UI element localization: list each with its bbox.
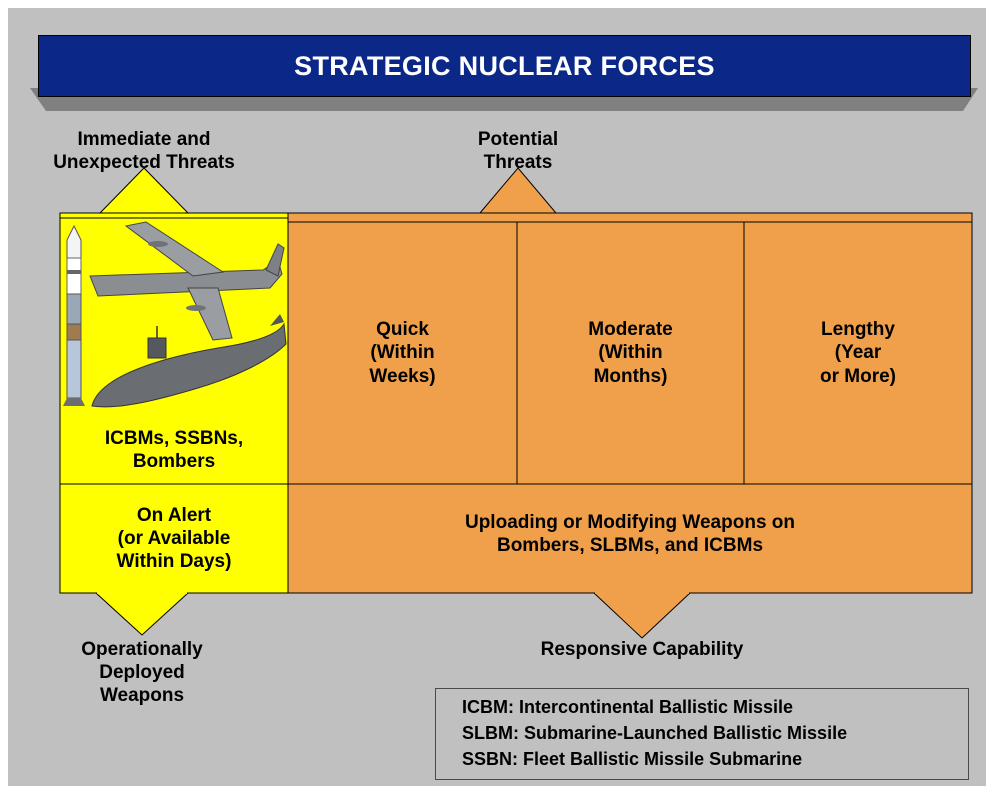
label-responsive-capability: Responsive Capability	[540, 639, 744, 660]
page-title: STRATEGIC NUCLEAR FORCES	[294, 50, 715, 81]
down-arrow-orange	[592, 592, 692, 639]
legend-ssbn: SSBN: Fleet Ballistic Missile Submarine	[462, 749, 803, 769]
up-arrow-yellow	[98, 167, 190, 214]
diagram-shapes	[59, 167, 973, 639]
label-operationally-deployed: Operationally Deployed Weapons	[81, 639, 203, 707]
label-potential-threats: Potential Threats	[477, 129, 559, 174]
cell-moderate: Moderate (Within Months)	[588, 319, 673, 387]
cell-uploading-weapons: Uploading or Modifying Weapons on Bomber…	[464, 511, 795, 556]
down-arrow-yellow	[94, 592, 190, 636]
acronym-legend: ICBM: Intercontinental Ballistic Missile…	[435, 688, 969, 780]
legend-slbm: SLBM: Submarine-Launched Ballistic Missi…	[462, 723, 848, 743]
cell-on-alert: On Alert (or Available Within Days)	[116, 504, 232, 573]
cell-quick: Quick (Within Weeks)	[369, 319, 436, 387]
bomber-illustration	[89, 221, 285, 341]
up-arrow-orange	[478, 167, 558, 214]
title-banner: STRATEGIC NUCLEAR FORCES	[38, 35, 971, 97]
label-immediate-threats: Immediate and Unexpected Threats	[53, 129, 235, 174]
legend-icbm: ICBM: Intercontinental Ballistic Missile	[462, 697, 794, 717]
icbm-missile-illustration	[63, 224, 85, 406]
cell-lengthy: Lengthy (Year or More)	[820, 319, 896, 387]
diagram-canvas: STRATEGIC NUCLEAR FORCES	[8, 8, 986, 786]
submarine-illustration	[91, 314, 287, 408]
cell-forces: ICBMs, SSBNs, Bombers	[104, 427, 244, 472]
